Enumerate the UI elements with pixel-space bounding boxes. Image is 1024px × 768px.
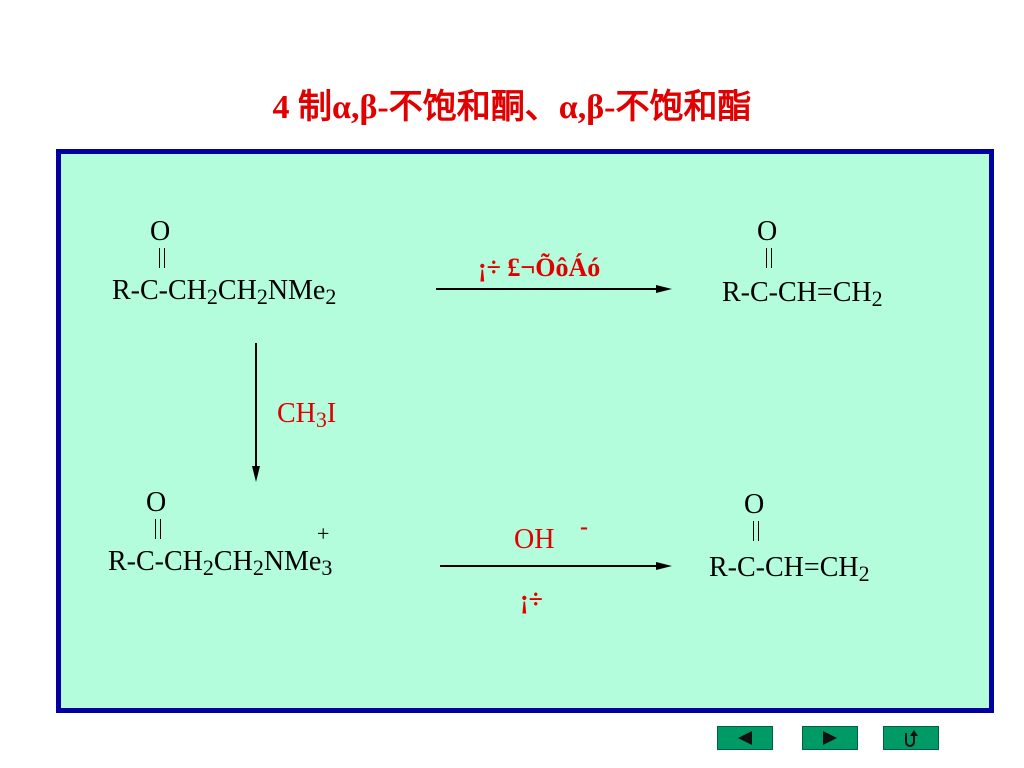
r1-product-oxygen: O	[757, 216, 778, 247]
r2-reactant-charge: +	[317, 521, 330, 546]
r2-arrow-head	[656, 562, 672, 570]
r2-reactant-formula: R-C-CH2CH2NMe3	[108, 546, 333, 581]
r1-reactant-double-bond	[159, 248, 165, 268]
prev-slide-button[interactable]	[717, 726, 773, 750]
step-down-reagent: CH3I	[277, 398, 337, 433]
r1-reagent-label: ¡÷ £¬ÕôÁó	[478, 253, 601, 282]
r2-product-formula: R-C-CH=CH2	[709, 552, 870, 587]
triangle-left-icon	[738, 731, 752, 745]
r2-reactant-oxygen: O	[146, 487, 167, 518]
step-down-arrow-head	[252, 466, 260, 482]
r1-product-formula: R-C-CH=CH2	[722, 277, 883, 312]
r2-reagent-above: OH	[514, 524, 555, 555]
r1-arrow-shaft	[436, 288, 658, 290]
r1-reactant-formula: R-C-CH2CH2NMe2	[112, 275, 337, 310]
r2-product-oxygen: O	[744, 489, 765, 520]
r2-reagent-below: ¡÷	[520, 585, 543, 614]
step-down-arrow-shaft	[255, 343, 257, 467]
next-slide-button[interactable]	[802, 726, 858, 750]
return-arrow-icon	[905, 730, 918, 747]
r2-arrow-shaft	[440, 565, 658, 567]
r1-arrow-head	[656, 285, 672, 293]
r2-reagent-charge: -	[580, 514, 588, 540]
triangle-right-icon	[823, 731, 837, 745]
r2-reactant-double-bond	[155, 519, 161, 539]
return-button[interactable]	[883, 726, 939, 750]
reaction-panel	[56, 149, 994, 713]
r2-product-double-bond	[753, 521, 759, 541]
slide-title: 4 制α,β-不饱和酮、α,β-不饱和酯	[272, 89, 752, 126]
r1-reactant-oxygen: O	[150, 216, 171, 247]
r1-product-double-bond	[766, 248, 772, 268]
